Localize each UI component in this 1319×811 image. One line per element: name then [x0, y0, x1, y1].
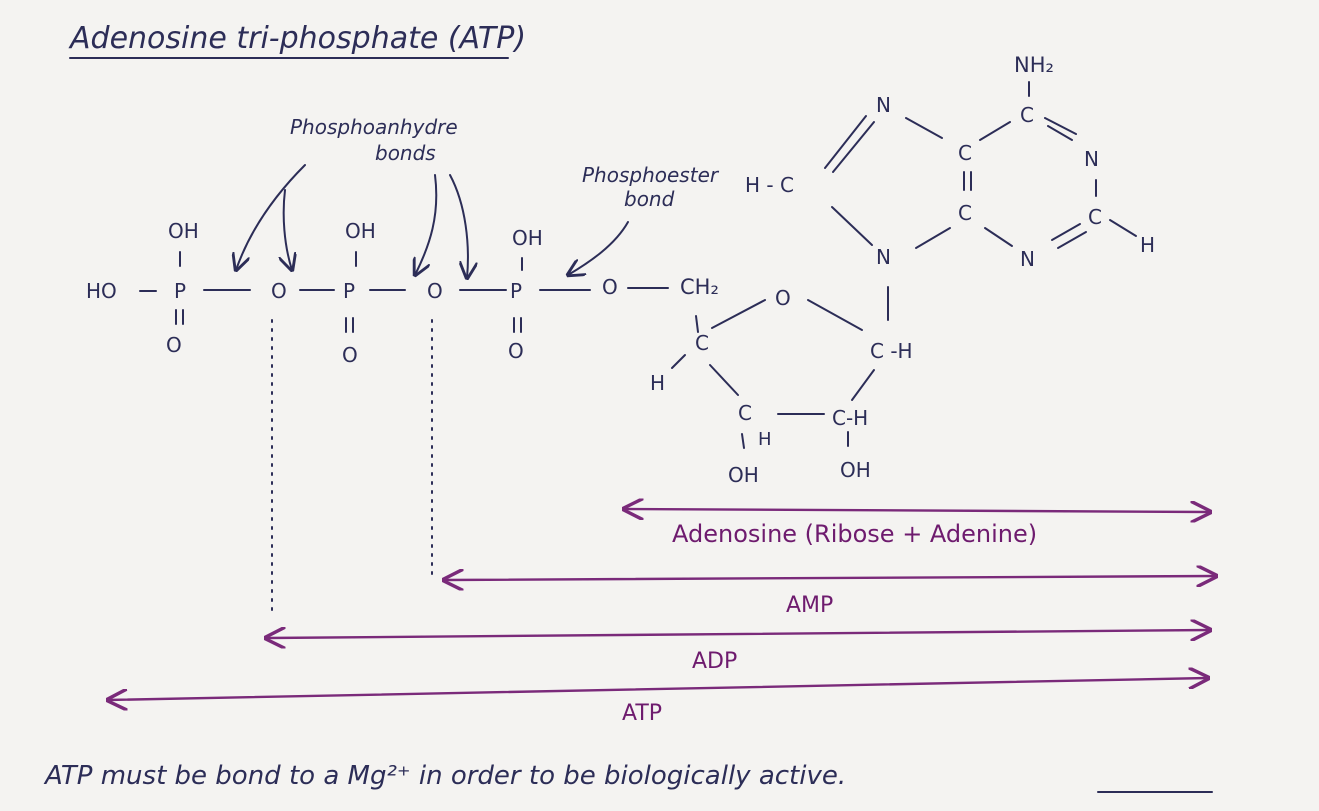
atom-p-beta: P — [343, 279, 355, 303]
adenosine-span-arrow — [624, 509, 1210, 512]
atom-c4-ad: C — [958, 201, 972, 225]
atom-ho: HO — [86, 279, 117, 303]
anhydride-arrow-1 — [236, 164, 306, 270]
atom-h-c4: H — [650, 371, 665, 395]
atom-h-c2-ad: H — [1140, 233, 1155, 257]
amp-span-label: AMP — [786, 593, 833, 618]
phosphoanhydride-label-2: bonds — [375, 141, 436, 165]
atom-n7: N — [876, 93, 891, 117]
atom-oh-c3: OH — [728, 463, 759, 487]
atom-c4: C — [695, 331, 709, 355]
atom-c5: C — [958, 141, 972, 165]
phosphoester-label-2: bond — [624, 187, 675, 211]
atom-p-alpha: P — [510, 279, 522, 303]
atom-nh2: NH₂ — [1014, 53, 1054, 77]
ester-arrow — [568, 221, 629, 275]
atom-c1: C -H — [870, 339, 913, 363]
adenosine-span-label: Adenosine (Ribose + Adenine) — [672, 520, 1037, 548]
atom-c6: C — [1020, 103, 1034, 127]
atom-oh-c2: OH — [840, 458, 871, 482]
adenine-base: N H - C N C C C NH₂ N C H N — [745, 53, 1155, 271]
adp-span-arrow — [266, 630, 1210, 638]
atom-h-c3: H — [758, 429, 772, 450]
atom-ring-o: O — [775, 286, 791, 310]
atom-p-gamma: P — [174, 279, 186, 303]
phosphoanhydride-label: Phosphoanhydre — [290, 115, 458, 139]
atom-c3: C — [738, 401, 752, 425]
ribose-ring: O C H C -H C H C-H OH OH — [650, 286, 913, 487]
adp-span-label: ADP — [692, 649, 737, 674]
atom-n3: N — [1020, 247, 1035, 271]
atom-n1: N — [1084, 147, 1099, 171]
atom-c8: H - C — [745, 173, 794, 197]
atom-oh-gamma: OH — [168, 219, 199, 243]
atom-c2: C-H — [832, 406, 868, 430]
anhydride-arrow-4 — [449, 174, 468, 278]
atom-o-ester: O — [602, 275, 618, 299]
atom-o-bridge-2: O — [427, 279, 443, 303]
phosphate-chain: HO P OH O O P OH O O P OH O O CH₂ — [86, 219, 719, 367]
amp-span-arrow — [444, 576, 1216, 580]
atom-o-beta: O — [342, 343, 358, 367]
atom-o-alpha: O — [508, 339, 524, 363]
atom-oh-beta: OH — [345, 219, 376, 243]
anhydride-arrow-3 — [415, 174, 438, 275]
atom-oh-alpha: OH — [512, 226, 543, 250]
anhydride-arrow-2 — [284, 189, 292, 270]
atp-span-arrow — [108, 678, 1208, 700]
title: Adenosine tri-phosphate (ATP) — [68, 21, 526, 56]
atom-ch2: CH₂ — [680, 275, 719, 299]
phosphoester-label: Phosphoester — [582, 163, 720, 187]
atom-n9: N — [876, 245, 891, 269]
footnote: ATP must be bond to a Mg²⁺ in order to b… — [43, 761, 846, 791]
atom-o-bridge-1: O — [271, 279, 287, 303]
atp-span-label: ATP — [622, 701, 662, 726]
atom-o-gamma: O — [166, 333, 182, 357]
atom-c2-ad: C — [1088, 205, 1102, 229]
